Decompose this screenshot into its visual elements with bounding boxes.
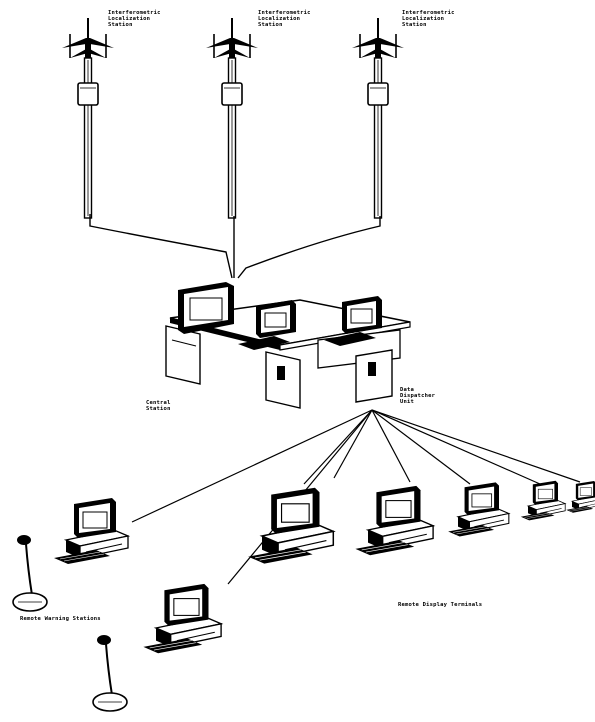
central-station: Central Station (146, 282, 410, 412)
antenna-icon (62, 18, 114, 218)
localization-station-1: Interferometric Localization Station (62, 10, 161, 218)
computer-icon (54, 498, 128, 564)
central-station-label-line2: Station (146, 406, 171, 412)
computer-icon (143, 584, 221, 653)
station-2-label-line3: Station (258, 22, 283, 28)
station-3-label-line3: Station (402, 22, 427, 28)
antenna-links (90, 214, 380, 278)
computer-icon (566, 481, 595, 513)
computer-icon (448, 482, 509, 536)
data-dispatcher-unit: Data Dispatcher Unit (400, 387, 436, 405)
antenna-icon (206, 18, 258, 218)
warning-lamp-icon (13, 535, 47, 611)
remote-warning-station-1 (13, 498, 128, 611)
station-1-label-line3: Station (108, 22, 133, 28)
computer-icon (521, 481, 565, 521)
remote-display-terminals (248, 481, 595, 564)
localization-station-2: Interferometric Localization Station (206, 10, 311, 218)
remote-warning-station-2 (93, 584, 221, 711)
computer-icon (355, 486, 433, 555)
data-dispatcher-label-line3: Unit (400, 399, 414, 405)
antenna-icon (352, 18, 404, 218)
warning-lamp-icon (93, 635, 127, 711)
dispatcher-links (132, 410, 580, 584)
remote-display-terminals-label: Remote Display Terminals (398, 602, 482, 608)
remote-warning-stations-label: Remote Warning Stations (20, 616, 101, 622)
localization-station-3: Interferometric Localization Station (352, 10, 455, 218)
computer-icon (248, 488, 333, 564)
